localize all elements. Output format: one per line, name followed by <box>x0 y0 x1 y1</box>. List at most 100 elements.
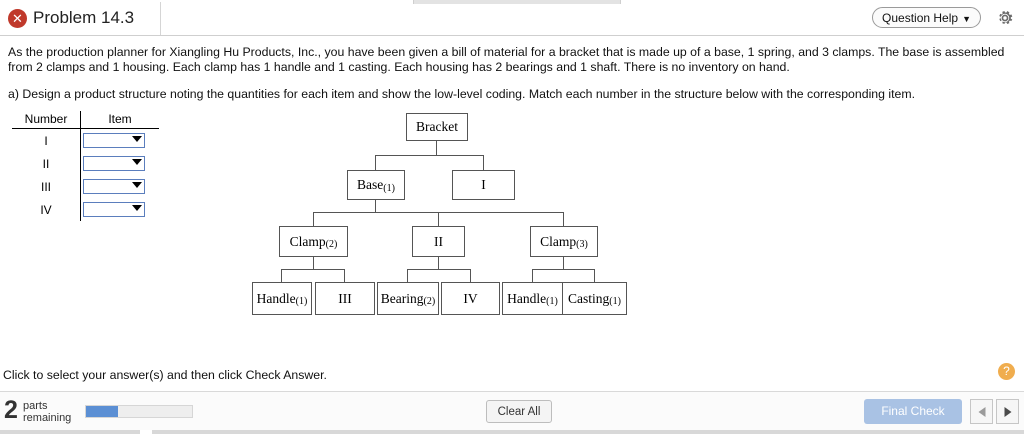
parts-remaining-label: parts remaining <box>23 400 71 424</box>
tree-node-qty: (2) <box>325 239 338 250</box>
tree-node-label: III <box>338 290 352 306</box>
tree-node-label: Bearing <box>380 290 424 306</box>
column-header-number: Number <box>12 111 81 129</box>
tree-edge <box>563 257 564 269</box>
item-dropdown-i[interactable] <box>83 133 145 148</box>
tree-node-base: Base(1) <box>347 170 405 200</box>
tree-edge <box>438 257 439 269</box>
item-dropdown-ii[interactable] <box>83 156 145 171</box>
table-row: I <box>12 128 159 152</box>
part-a-instruction: a) Design a product structure noting the… <box>8 87 916 101</box>
tree-node-qty: (1) <box>546 296 558 307</box>
page-title: Problem 14.3 <box>33 8 135 27</box>
answer-table: Number Item I II III <box>12 111 159 221</box>
table-row: IV <box>12 198 159 221</box>
bottom-strip-segment <box>152 430 1024 434</box>
tree-edge <box>313 257 314 269</box>
tree-node-clamp-2: Clamp(2) <box>279 226 348 257</box>
parts-remaining-count: 2 <box>4 396 18 424</box>
tree-node-casting-1: Casting(1) <box>562 282 627 315</box>
chevron-down-icon: ▼ <box>962 14 971 24</box>
tree-edge <box>281 269 345 270</box>
chevron-down-icon <box>132 205 142 211</box>
help-badge-icon[interactable]: ? <box>998 363 1015 380</box>
row-number-iii: III <box>40 179 51 194</box>
previous-button[interactable] <box>970 399 993 424</box>
title-divider <box>160 2 161 35</box>
clear-all-button[interactable]: Clear All <box>486 400 552 423</box>
tree-edge <box>532 269 533 282</box>
tab-stub <box>413 0 621 4</box>
parts-remaining-line2: remaining <box>23 412 72 424</box>
bottom-strip-segment <box>0 430 140 434</box>
tree-edge <box>438 212 439 226</box>
next-button[interactable] <box>996 399 1019 424</box>
item-dropdown-iii[interactable] <box>83 179 145 194</box>
product-structure-tree: Bracket Base(1) I Clamp(2) II Clamp(3) H… <box>0 105 1024 340</box>
tree-node-qty: (1) <box>295 296 308 307</box>
tree-node-ii: II <box>412 226 465 257</box>
table-row: III <box>12 175 159 198</box>
tree-edge <box>594 269 595 282</box>
tree-node-qty: (1) <box>383 182 395 194</box>
row-number-iv: IV <box>40 202 52 217</box>
row-select-cell-iii <box>80 175 159 198</box>
tree-node-label: I <box>481 177 486 192</box>
row-select-cell-i <box>80 128 159 152</box>
tree-node-label: Clamp <box>540 233 577 249</box>
tree-edge <box>532 269 595 270</box>
tree-node-label: Handle <box>507 290 547 306</box>
tree-node-label: II <box>434 233 443 249</box>
tree-node-label: Bracket <box>416 119 458 134</box>
row-number-i: I <box>44 133 48 148</box>
row-select-cell-iv <box>80 198 159 221</box>
progress-bar <box>85 405 193 418</box>
chevron-left-icon <box>978 406 985 417</box>
question-help-button[interactable]: Question Help▼ <box>872 7 981 28</box>
chevron-down-icon <box>132 182 142 188</box>
gear-icon[interactable] <box>995 8 1015 28</box>
tree-node-handle-1b: Handle(1) <box>502 282 563 315</box>
tree-node-label: IV <box>463 290 478 306</box>
tree-edge <box>313 212 314 226</box>
question-help-label: Question Help <box>882 11 959 25</box>
tree-edge <box>375 200 376 212</box>
tree-edge <box>563 212 564 226</box>
chevron-down-icon <box>132 136 142 142</box>
tree-node-clamp-3: Clamp(3) <box>530 226 598 257</box>
close-icon[interactable]: ✕ <box>8 9 27 28</box>
column-header-item: Item <box>80 111 159 129</box>
top-bar: ✕ Problem 14.3 Question Help▼ <box>0 0 1024 36</box>
tree-node-bearing-2: Bearing(2) <box>377 282 439 315</box>
row-number-ii: II <box>42 156 50 171</box>
tree-node-iii: III <box>315 282 375 315</box>
tree-edge <box>483 155 484 170</box>
tree-node-bracket: Bracket <box>406 113 468 141</box>
parts-remaining-line1: parts <box>23 400 48 412</box>
table-row: II <box>12 152 159 175</box>
tree-edge <box>344 269 345 282</box>
instruction-note: Click to select your answer(s) and then … <box>3 368 327 382</box>
tree-edge <box>375 155 376 170</box>
tree-node-label: Handle <box>256 290 296 306</box>
window-bottom-strip <box>0 430 1024 434</box>
progress-bar-fill <box>86 406 118 417</box>
tree-edge <box>375 155 484 156</box>
tree-edge <box>436 141 437 155</box>
row-select-cell-ii <box>80 152 159 175</box>
tree-node-qty: (2) <box>423 296 436 307</box>
item-dropdown-iv[interactable] <box>83 202 145 217</box>
tree-node-qty: (1) <box>609 296 621 307</box>
tree-edge <box>281 269 282 282</box>
tree-edge <box>407 269 471 270</box>
tree-node-i: I <box>452 170 515 200</box>
tree-node-qty: (3) <box>576 239 588 250</box>
tree-edge <box>470 269 471 282</box>
tree-node-iv: IV <box>441 282 500 315</box>
tree-edge <box>407 269 408 282</box>
table-header-row: Number Item <box>12 111 159 129</box>
chevron-down-icon <box>132 159 142 165</box>
tree-node-label: Clamp <box>289 233 326 249</box>
final-check-button[interactable]: Final Check <box>864 399 962 424</box>
problem-statement: As the production planner for Xiangling … <box>8 45 1005 74</box>
